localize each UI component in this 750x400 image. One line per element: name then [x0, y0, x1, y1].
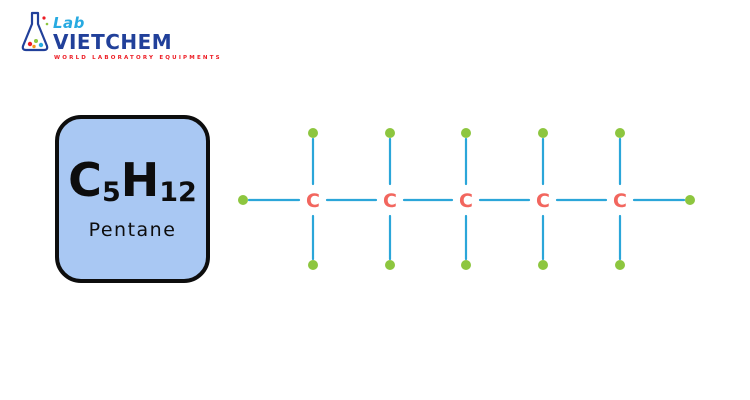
- carbon-atom-1: C: [306, 190, 320, 212]
- carbon-group-3: C: [459, 128, 473, 270]
- hydrogen-dot-right: [685, 195, 695, 205]
- carbon-group-5: C: [613, 128, 627, 270]
- hydrogen-dot-c2-bottom: [385, 260, 395, 270]
- hydrogen-dot-c1-top: [308, 128, 318, 138]
- compound-name: Pentane: [88, 219, 177, 241]
- logo-text: Lab VIETCHEM: [53, 14, 173, 54]
- hydrogen-dot-c5-top: [615, 128, 625, 138]
- carbon-atom-4: C: [536, 190, 550, 212]
- hydrogen-dot-c4-bottom: [538, 260, 548, 270]
- hydrogen-dot-c1-bottom: [308, 260, 318, 270]
- formula-carbon-subscript: 5: [101, 177, 121, 208]
- vietchem-logo: Lab VIETCHEM WORLD LABORATORY EQUIPMENTS: [20, 10, 222, 61]
- carbon-atom-5: C: [613, 190, 627, 212]
- flask-icon: [21, 11, 49, 52]
- carbon-atom-2: C: [383, 190, 397, 212]
- hydrogen-dot-c5-bottom: [615, 260, 625, 270]
- logo-name-text: VIETCHEM: [53, 30, 173, 54]
- hydrogen-dot-c2-top: [385, 128, 395, 138]
- formula-hydrogen-symbol: H: [120, 153, 160, 207]
- pentane-structure-diagram: C C C C: [238, 128, 695, 270]
- formula-hydrogen-subscript: 12: [159, 177, 197, 208]
- logo-row: Lab VIETCHEM: [20, 10, 172, 52]
- hydrogen-dot-c3-top: [461, 128, 471, 138]
- hydrogen-dot-c3-bottom: [461, 260, 471, 270]
- logo-tagline: WORLD LABORATORY EQUIPMENTS: [54, 55, 222, 61]
- carbon-atom-3: C: [459, 190, 473, 212]
- carbon-group-4: C: [536, 128, 550, 270]
- carbon-group-2: C: [383, 128, 397, 270]
- logo-lab-text: Lab: [53, 14, 85, 32]
- hydrogen-dot-c4-top: [538, 128, 548, 138]
- hydrogen-dot-left: [238, 195, 248, 205]
- carbon-group-1: C: [306, 128, 320, 270]
- formula-carbon-symbol: C: [68, 153, 102, 207]
